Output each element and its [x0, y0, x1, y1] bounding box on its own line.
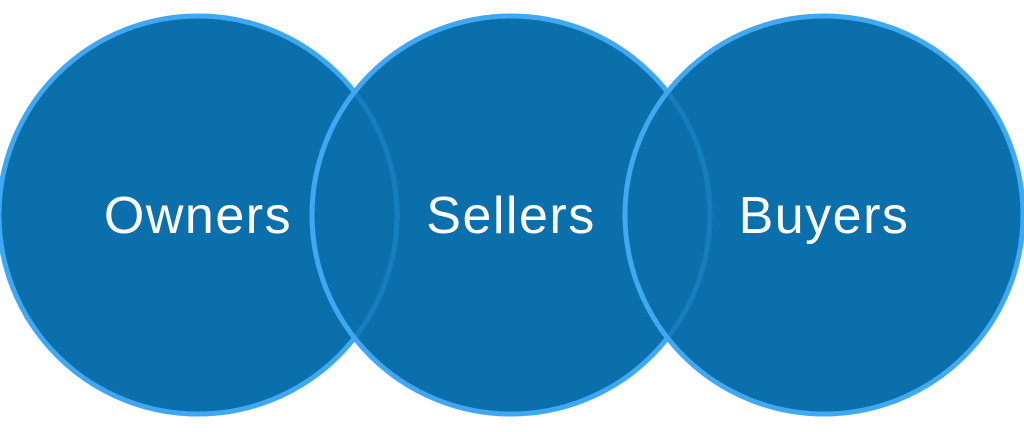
buyers-label: Buyers [739, 187, 910, 245]
owners-circle-occluded-border-arc [0, 13, 400, 417]
sellers-circle-occluded-border-arc [309, 13, 713, 417]
sellers-label: Sellers [426, 187, 595, 245]
owners-label: Owners [104, 187, 292, 245]
buyers-circle [622, 13, 1024, 417]
